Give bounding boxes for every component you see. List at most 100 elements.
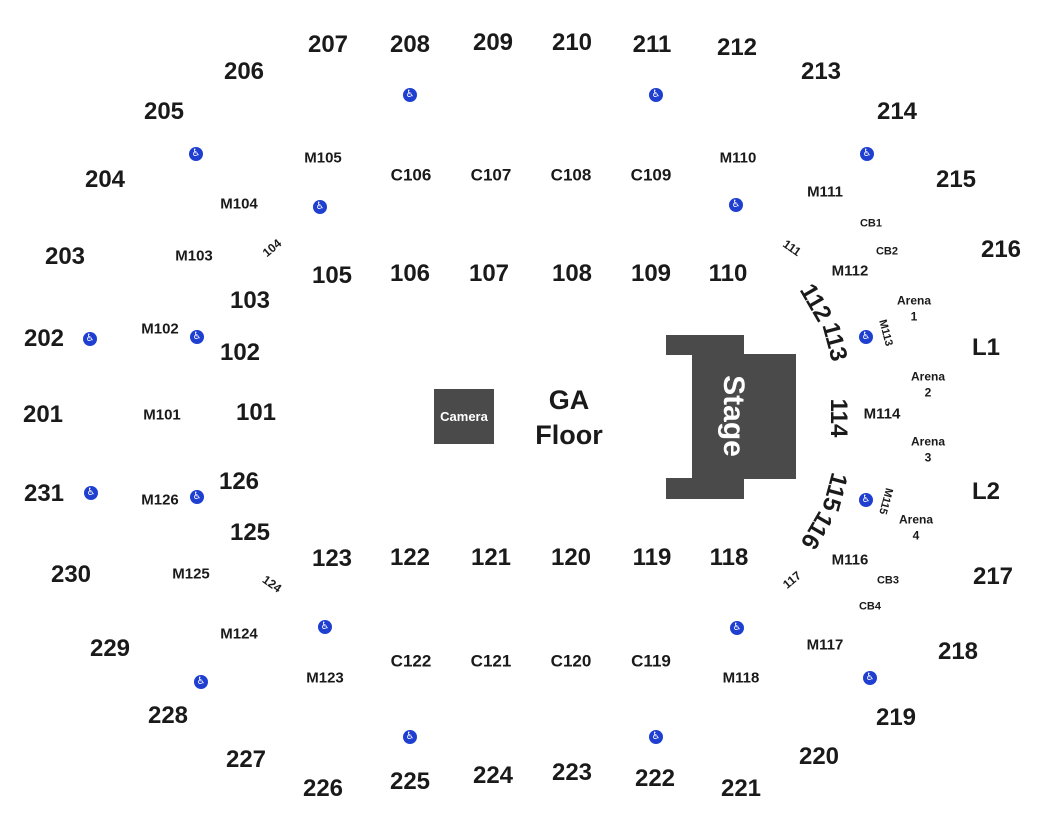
stage-bottom-arm [666, 478, 744, 499]
section-231[interactable]: 231 [23, 480, 65, 507]
section-m117[interactable]: M117 [806, 636, 844, 654]
section-c108[interactable]: C108 [550, 165, 592, 185]
section-227[interactable]: 227 [225, 746, 267, 773]
section-121[interactable]: 121 [470, 544, 512, 571]
section-214[interactable]: 214 [876, 98, 918, 125]
section-204[interactable]: 204 [84, 166, 126, 193]
section-114[interactable]: 114 [825, 398, 852, 438]
section-230[interactable]: 230 [50, 561, 92, 588]
section-m103[interactable]: M103 [175, 247, 213, 265]
section-m114[interactable]: M114 [863, 405, 901, 423]
section-l1[interactable]: L1 [971, 334, 1001, 361]
section-c107[interactable]: C107 [470, 165, 512, 185]
section-211[interactable]: 211 [632, 31, 672, 58]
section-113[interactable]: 113 [816, 319, 853, 365]
section-m115[interactable]: M115 [876, 486, 895, 516]
ga-floor[interactable]: GA Floor [535, 383, 603, 453]
section-122[interactable]: 122 [389, 544, 431, 571]
section-110[interactable]: 110 [708, 260, 748, 287]
wheelchair-icon: ♿ [83, 332, 97, 346]
section-210[interactable]: 210 [551, 29, 593, 56]
section-217[interactable]: 217 [972, 563, 1014, 590]
section-201[interactable]: 201 [22, 401, 64, 428]
section-106[interactable]: 106 [389, 260, 431, 287]
section-125[interactable]: 125 [229, 519, 271, 546]
section-m102[interactable]: M102 [141, 320, 179, 338]
section-109[interactable]: 109 [630, 260, 672, 287]
section-m126[interactable]: M126 [141, 491, 179, 509]
section-c121[interactable]: C121 [470, 651, 512, 671]
section-123[interactable]: 123 [311, 545, 353, 572]
section-c119[interactable]: C119 [631, 651, 671, 671]
section-215[interactable]: 215 [935, 166, 977, 193]
section-m116[interactable]: M116 [831, 551, 869, 569]
section-112[interactable]: 112 [794, 279, 837, 327]
section-222[interactable]: 222 [634, 765, 676, 792]
section-209[interactable]: 209 [472, 29, 514, 56]
section-107[interactable]: 107 [468, 260, 510, 287]
section-208[interactable]: 208 [389, 31, 431, 58]
section-220[interactable]: 220 [798, 743, 840, 770]
section-m101[interactable]: M101 [143, 406, 181, 424]
wheelchair-icon: ♿ [730, 621, 744, 635]
section-cb2[interactable]: CB2 [875, 245, 899, 258]
camera-platform[interactable]: Camera [434, 389, 494, 444]
section-221[interactable]: 221 [720, 775, 762, 802]
section-226[interactable]: 226 [302, 775, 344, 802]
section-118[interactable]: 118 [709, 544, 749, 571]
section-126[interactable]: 126 [218, 468, 260, 495]
section-102[interactable]: 102 [219, 339, 261, 366]
section-c120[interactable]: C120 [550, 651, 592, 671]
section-229[interactable]: 229 [89, 635, 131, 662]
section-105[interactable]: 105 [311, 262, 353, 289]
section-c122[interactable]: C122 [390, 651, 432, 671]
section-108[interactable]: 108 [551, 260, 593, 287]
section-cb4[interactable]: CB4 [858, 600, 882, 613]
section-104[interactable]: 104 [259, 236, 285, 260]
section-207[interactable]: 207 [307, 31, 349, 58]
section-223[interactable]: 223 [551, 759, 593, 786]
section-219[interactable]: 219 [875, 704, 917, 731]
section-213[interactable]: 213 [800, 58, 842, 85]
section-103[interactable]: 103 [229, 287, 271, 314]
section-c106[interactable]: C106 [390, 165, 432, 185]
section-202[interactable]: 202 [23, 325, 65, 352]
section-117[interactable]: 117 [780, 568, 804, 592]
section-l2[interactable]: L2 [971, 478, 1001, 505]
section-c109[interactable]: C109 [630, 165, 672, 185]
section-m112[interactable]: M112 [831, 262, 869, 280]
section-119[interactable]: 119 [632, 544, 672, 571]
section-212[interactable]: 212 [716, 34, 758, 61]
wheelchair-icon: ♿ [84, 486, 98, 500]
section-228[interactable]: 228 [147, 702, 189, 729]
section-120[interactable]: 120 [550, 544, 592, 571]
section-m125[interactable]: M125 [172, 565, 210, 583]
section-m113[interactable]: M113 [876, 318, 895, 348]
section-216[interactable]: 216 [980, 236, 1022, 263]
section-205[interactable]: 205 [143, 98, 185, 125]
section-m123[interactable]: M123 [306, 669, 344, 687]
section-m110[interactable]: M110 [719, 149, 757, 167]
section-111[interactable]: 111 [780, 236, 804, 260]
section-m124[interactable]: M124 [220, 625, 258, 643]
section-218[interactable]: 218 [937, 638, 979, 665]
section-cb3[interactable]: CB3 [876, 574, 900, 587]
section-225[interactable]: 225 [389, 768, 431, 795]
section-115[interactable]: 115 [816, 469, 853, 515]
section-101[interactable]: 101 [235, 399, 277, 426]
section-m104[interactable]: M104 [220, 195, 258, 213]
section-203[interactable]: 203 [44, 243, 86, 270]
section-116[interactable]: 116 [795, 506, 838, 554]
section-124[interactable]: 124 [259, 572, 285, 596]
section-206[interactable]: 206 [223, 58, 265, 85]
stage[interactable] [692, 354, 796, 479]
section-m111[interactable]: M111 [807, 183, 843, 201]
section-cb1[interactable]: CB1 [859, 217, 883, 230]
section-m118[interactable]: M118 [722, 669, 760, 687]
section-m105[interactable]: M105 [304, 149, 342, 167]
section-224[interactable]: 224 [472, 762, 514, 789]
